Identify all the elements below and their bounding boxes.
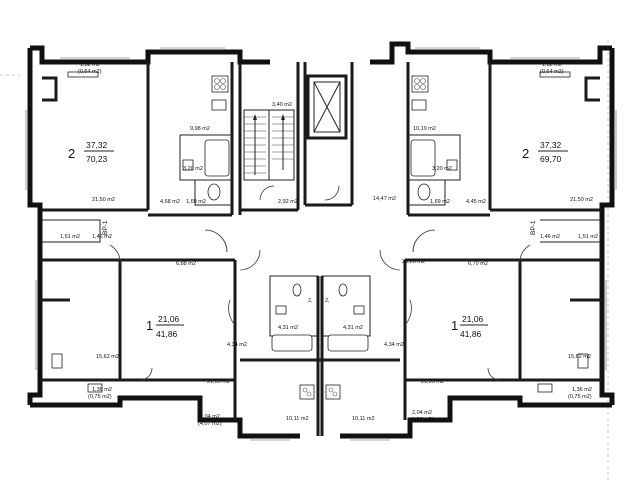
apartment-label-bottom-right: 1 21,06 41,86 <box>451 314 488 339</box>
living-area: 37,32 <box>540 140 562 150</box>
area-label: 1,69 m2 <box>430 199 450 205</box>
total-area: 69,70 <box>540 154 562 164</box>
area-label: 2, <box>325 298 330 304</box>
vent-tag: ВР-1 <box>102 220 109 235</box>
staircase <box>243 109 295 181</box>
area-label: 6,70 m2 <box>468 261 488 267</box>
area-label: 21,50 m2 <box>92 197 115 203</box>
area-label: 15,62 m2 <box>96 354 119 360</box>
rooms-count: 1 <box>146 318 153 333</box>
area-label: 2,92 m2 <box>278 199 298 205</box>
area-label: (0,75 m2) <box>88 394 112 400</box>
area-label: 20,20 m2 <box>402 259 425 265</box>
area-label: 1,51 m2 <box>60 234 80 240</box>
area-label: 14,47 m2 <box>373 196 396 202</box>
windows <box>25 47 617 441</box>
area-label: 1,51 m2 <box>578 234 598 240</box>
area-label: 21,05 m2 <box>421 379 444 385</box>
area-label: 10,11 m2 <box>286 416 309 422</box>
area-label: 2,04 m2 <box>412 410 432 416</box>
living-area: 21,06 <box>158 314 180 324</box>
area-label: 1,82 m2 <box>542 62 562 68</box>
area-label: 21,05 m2 <box>207 379 230 385</box>
area-label: 4,68 m2 <box>160 199 180 205</box>
area-label: 10,11 m2 <box>352 416 375 422</box>
area-label: (0,64 m2) <box>540 69 564 75</box>
area-label: 9,98 m2 <box>190 126 210 132</box>
area-label: 3,20 m2 <box>183 166 203 172</box>
vent-tag: ВР-1 <box>530 220 537 235</box>
area-label: (4,09 m2) <box>410 417 434 423</box>
area-label: 1,36 m2 <box>572 387 592 393</box>
area-label: 4,31 m2 <box>278 325 298 331</box>
area-label: (0,64 m2) <box>78 69 102 75</box>
area-label: 15,62 m2 <box>568 354 591 360</box>
area-label: 21,50 m2 <box>570 197 593 203</box>
area-label: 1,46 m2 <box>540 234 560 240</box>
living-area: 21,06 <box>462 314 484 324</box>
internal-walls <box>40 62 602 436</box>
rooms-count: 2 <box>68 146 75 161</box>
area-label: 1,46 m2 <box>92 234 112 240</box>
area-label: 6,88 m2 <box>176 261 196 267</box>
area-label: 4,45 m2 <box>466 199 486 205</box>
area-label: 1,82 m2 <box>80 62 100 68</box>
room-area-labels: 1,82 m2 (0,64 m2) 1,82 m2 (0,64 m2) 9,98… <box>60 62 598 427</box>
total-area: 41,86 <box>156 329 178 339</box>
area-label: 1,69 m2 <box>186 199 206 205</box>
elevator-shaft <box>313 81 341 133</box>
area-label: 4,34 m2 <box>227 342 247 348</box>
rooms-count: 2 <box>522 146 529 161</box>
living-area: 37,32 <box>86 140 108 150</box>
total-area: 41,86 <box>460 329 482 339</box>
area-label: (4,07 m2) <box>198 421 222 427</box>
rooms-count: 1 <box>451 318 458 333</box>
fixtures <box>51 71 589 400</box>
total-area: 70,23 <box>86 154 108 164</box>
apartment-label-top-right: 2 37,32 69,70 <box>522 140 568 164</box>
area-label: 3,20 m2 <box>432 166 452 172</box>
area-label: 10,19 m2 <box>413 126 436 132</box>
apartment-label-top-left: 2 37,32 70,23 <box>68 140 114 164</box>
area-label: 4,34 m2 <box>384 342 404 348</box>
area-label: 1,36 m2 <box>92 387 112 393</box>
apartment-label-bottom-left: 1 21,06 41,86 <box>146 314 184 339</box>
area-label: 2, <box>308 298 313 304</box>
area-label: (0,75 m2) <box>568 394 592 400</box>
area-label: 3,40 m2 <box>272 102 292 108</box>
area-label: 2,04 m2 <box>200 414 220 420</box>
door-swings <box>109 185 531 381</box>
area-label: 4,31 m2 <box>343 325 363 331</box>
